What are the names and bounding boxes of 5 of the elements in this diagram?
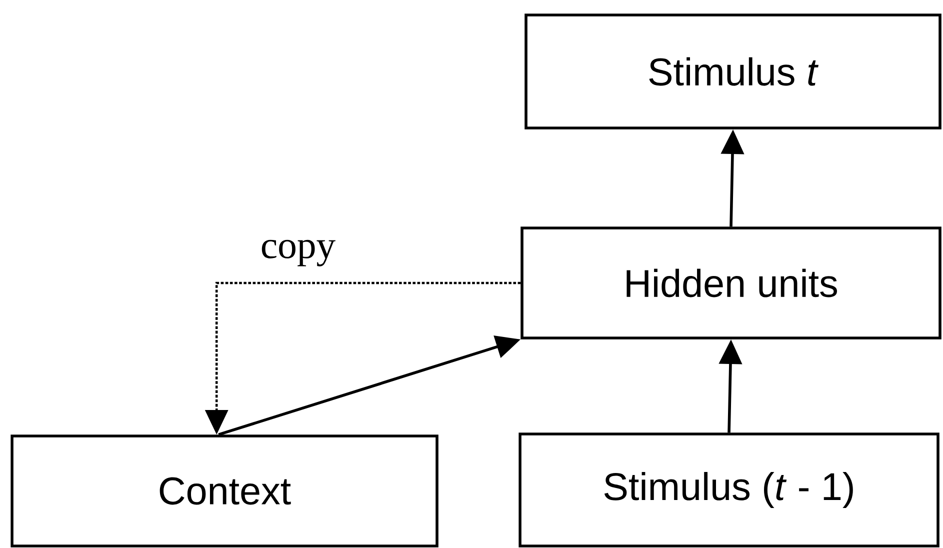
edge-label: copy	[262, 240, 336, 266]
hidden-layer-box: Hidden units	[520, 226, 942, 340]
context-box: Context	[10, 434, 438, 548]
output-box: Stimulus t	[524, 14, 942, 130]
input-box: Stimulus (t - 1)	[518, 432, 940, 548]
